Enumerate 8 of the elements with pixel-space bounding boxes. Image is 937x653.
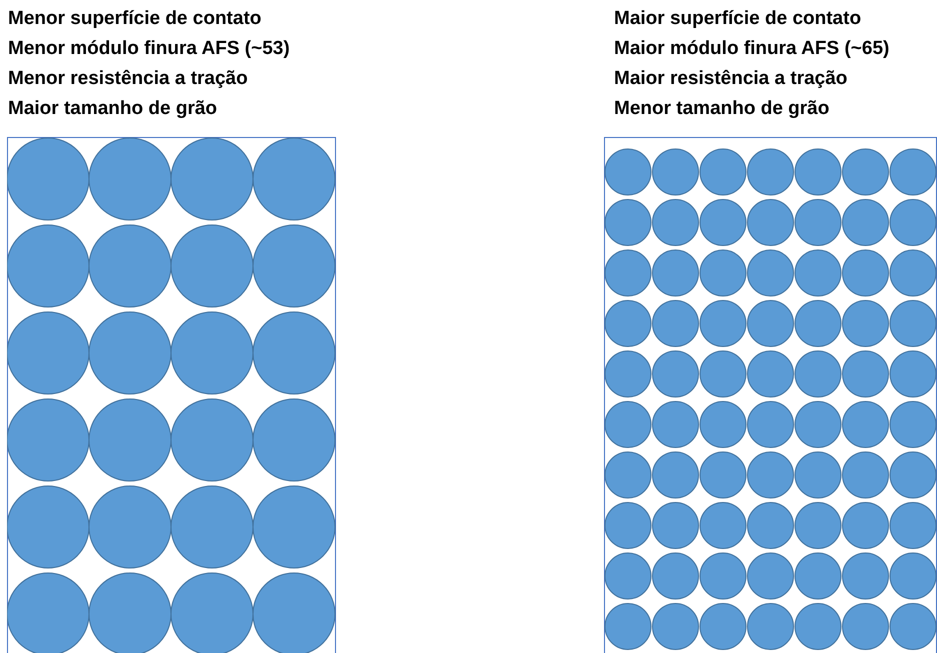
property-text: Menor tamanho de grão <box>614 98 830 120</box>
property-text: Menor resistência a tração <box>8 68 248 90</box>
property-text: Maior resistência a tração <box>614 68 848 90</box>
property-text: Maior módulo finura AFS (~65) <box>614 38 890 60</box>
property-text: Menor superfície de contato <box>8 8 262 30</box>
property-text: Menor módulo finura AFS (~53) <box>8 38 290 60</box>
property-text: Maior superfície de contato <box>614 8 862 30</box>
property-text: Maior tamanho de grão <box>8 98 218 120</box>
